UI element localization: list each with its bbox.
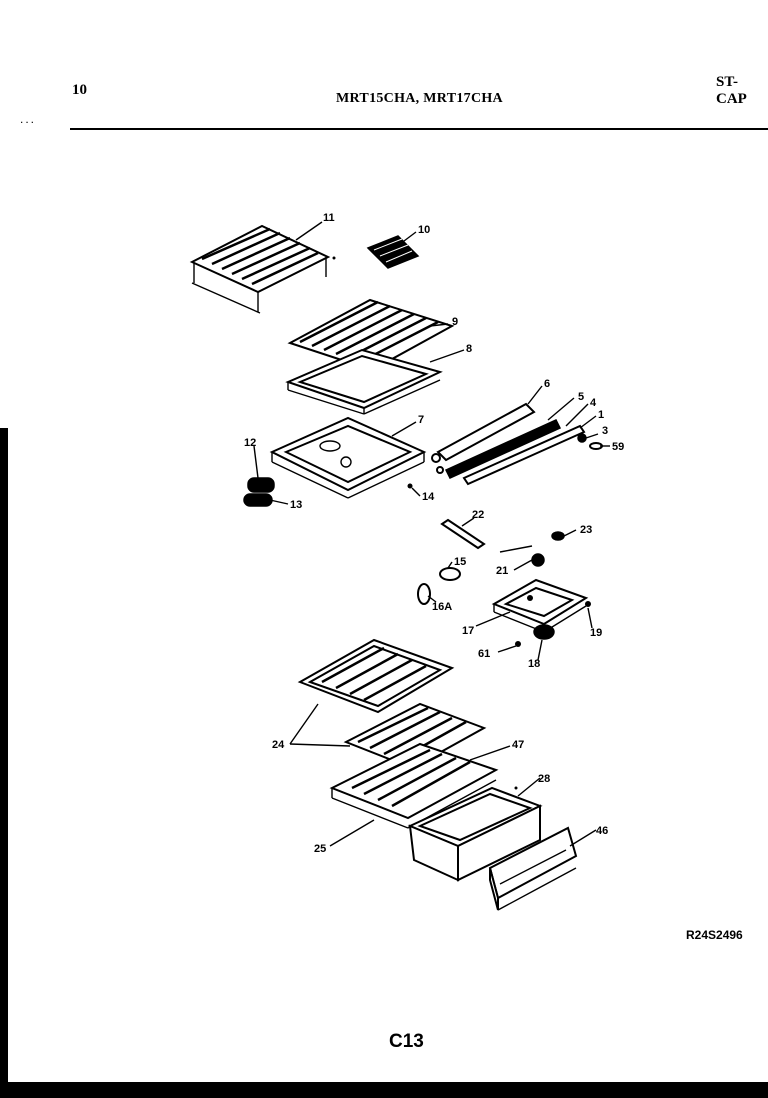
callout-13: 13 [290,499,302,511]
leader-lines [253,221,610,847]
callout-4: 4 [590,397,597,409]
callout-9: 9 [452,316,458,328]
callout-8: 8 [466,343,472,355]
callout-21: 21 [496,565,508,577]
callout-28: 28 [538,773,550,785]
callout-17: 17 [462,625,474,637]
callout-10: 10 [418,224,430,236]
callout-24: 24 [272,739,285,751]
parts-15-16a-lamp [417,567,461,605]
callout-5: 5 [578,391,584,403]
callout-25: 25 [314,843,326,855]
part-24-upper-shelf [297,638,455,714]
callout-19: 19 [590,627,602,639]
section-code: ST-CAP [716,74,747,107]
part-22-bracket [440,518,486,550]
callout-15: 15 [454,556,466,568]
callout-1: 1 [598,409,604,421]
diagram-reference: R24S2496 [686,928,743,942]
scan-edge-bottom [0,1082,768,1098]
callout-16a: 16A [432,601,452,613]
callout-11: 11 [323,212,335,224]
model-numbers: MRT15CHA, MRT17CHA [336,91,503,106]
part-11-wire-shelf [189,224,336,314]
callout-7: 7 [418,414,424,426]
callout-labels: 11 10 9 8 6 5 4 1 3 59 7 12 13 14 22 23 … [244,212,624,855]
part-8-tray [285,348,443,415]
part-23-cap [551,531,565,541]
callout-59: 59 [612,441,624,453]
part-25-crisper-cover [329,742,499,829]
callout-47: 47 [512,739,524,751]
parts-12-13-rollers [243,477,275,507]
part-61-screw [515,641,521,647]
callout-6: 6 [544,378,550,390]
callout-3: 3 [602,425,608,437]
callout-12: 12 [244,437,256,449]
page-code: C13 [389,1031,424,1052]
parts-rails [431,402,603,486]
callout-23: 23 [580,524,592,536]
part-46-drawer-front [488,826,578,911]
callout-18: 18 [528,658,540,670]
margin-dots: ... [20,112,37,126]
part-7-cover-plate [269,416,427,499]
part-28-crisper-drawer [407,786,543,882]
part-17-control-housing [491,578,591,633]
header-rule [70,128,768,130]
part-14-screw [407,483,413,489]
callout-61: 61 [478,648,490,660]
page-number: 10 [72,82,87,98]
callout-14: 14 [422,491,435,503]
scan-edge-left [0,428,8,1098]
callout-46: 46 [596,825,608,837]
part-10-grille [366,235,420,269]
part-21-knob [499,545,545,567]
callout-22: 22 [472,509,484,521]
part-18-dial [533,624,555,640]
